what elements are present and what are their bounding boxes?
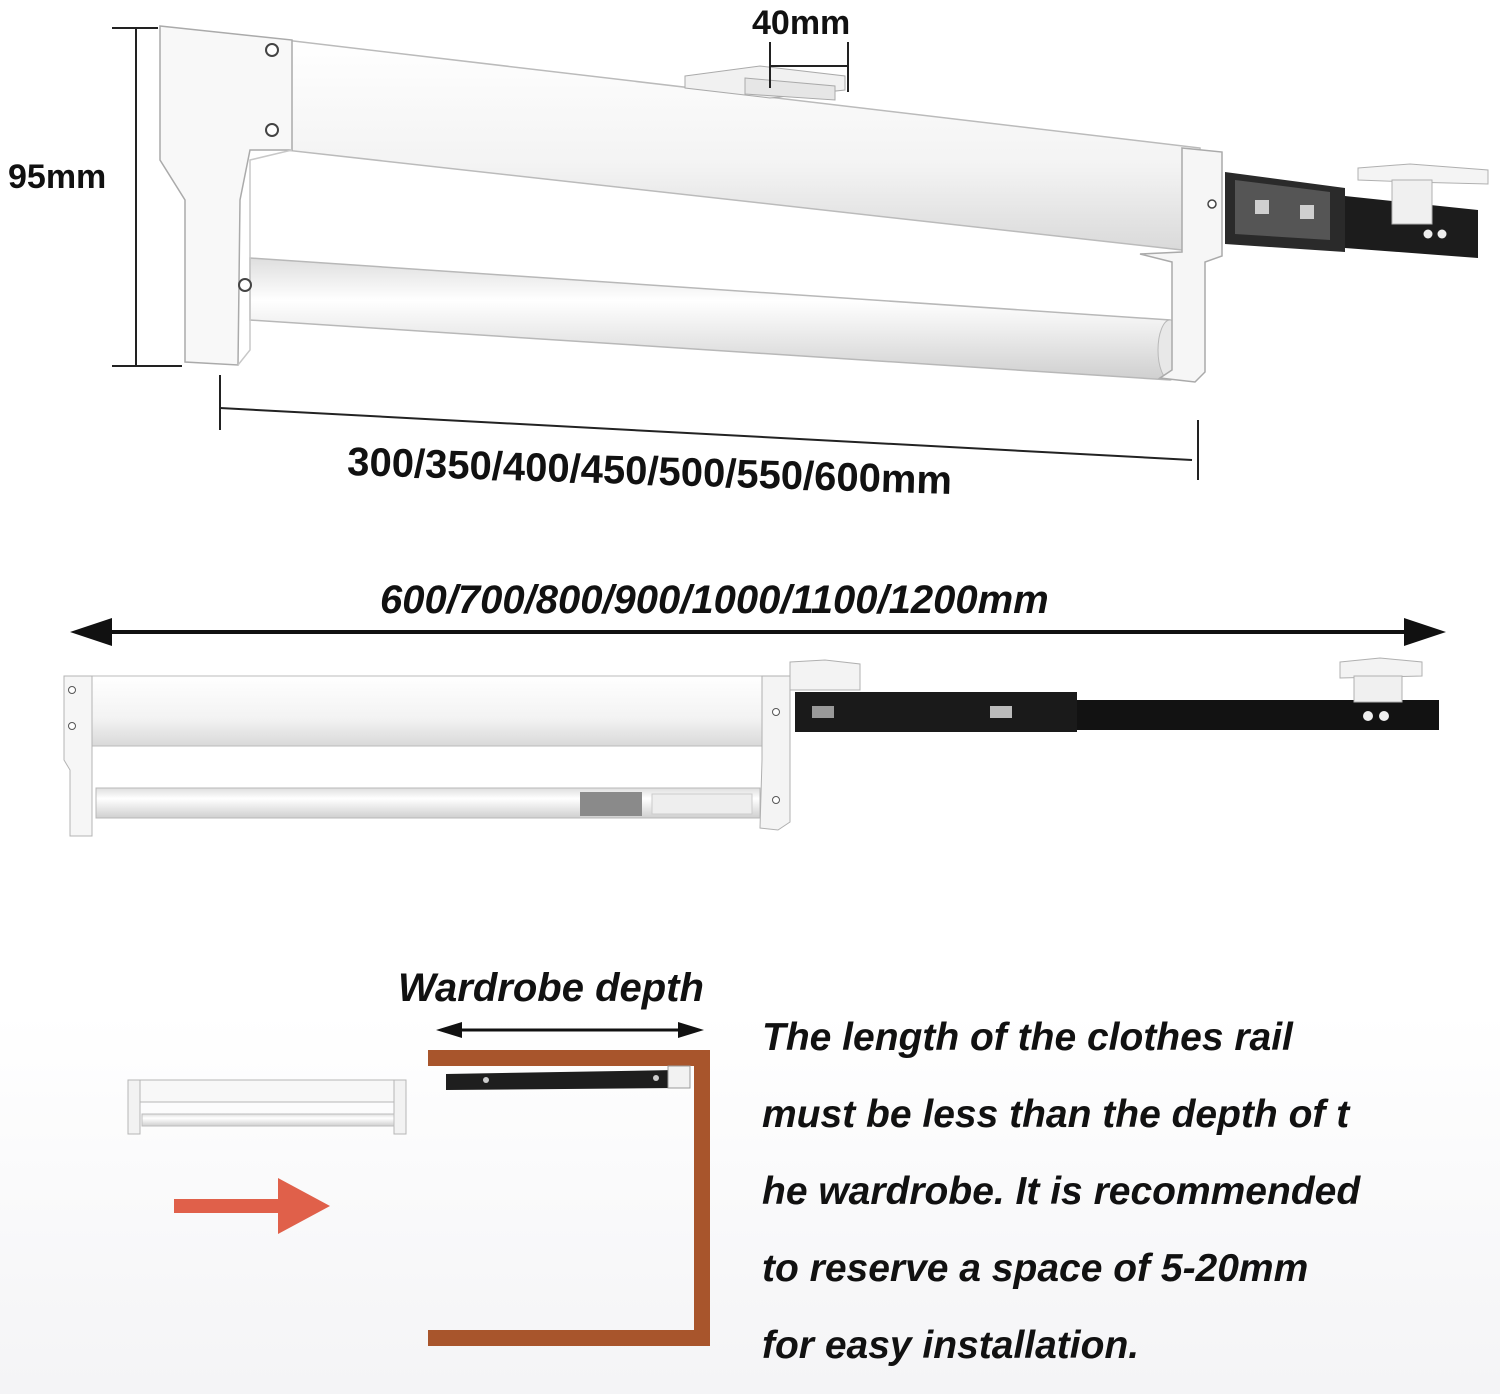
top-rail: [159, 25, 1489, 383]
screw: [1207, 199, 1217, 209]
small-rail: [127, 1079, 407, 1135]
left-end-bracket: [63, 675, 93, 837]
insert-arrow: [174, 1178, 330, 1234]
extension-length-label: 600/700/800/900/1000/1100/1200mm: [380, 578, 1049, 622]
bracket-width-dimension: [769, 42, 849, 92]
rail-mount-bracket: [1357, 163, 1489, 225]
note-line: to reserve a space of 5-20mm: [762, 1247, 1309, 1290]
top-mount-bracket: [684, 65, 846, 101]
rail-mount-bracket: [1339, 657, 1423, 703]
note-line: he wardrobe. It is recommended: [762, 1170, 1361, 1213]
note-line: for easy installation.: [762, 1324, 1140, 1367]
height-label: 95mm: [8, 158, 107, 196]
rail-beam: [87, 675, 771, 747]
extended-rail: [63, 657, 1439, 837]
screw: [265, 123, 279, 137]
height-dimension: [112, 27, 182, 367]
hanging-tube: [95, 787, 761, 819]
slide-rail: [795, 692, 1439, 732]
wardrobe-cabinet: [428, 1050, 710, 1346]
length-dimension: [219, 375, 1199, 480]
installation-note: The length of the clothes rail must be l…: [762, 1010, 1492, 1395]
screw: [265, 43, 279, 57]
depth-arrow: [436, 1022, 704, 1038]
extension-arrow: [70, 618, 1446, 646]
bracket-width-label: 40mm: [752, 4, 851, 42]
screw: [238, 278, 252, 292]
wardrobe-depth-label: Wardrobe depth: [398, 966, 704, 1010]
note-line: The length of the clothes rail: [762, 1016, 1293, 1059]
right-end-bracket: [759, 675, 791, 831]
note-line: must be less than the depth of t: [762, 1093, 1350, 1136]
hanging-tube: [249, 257, 1171, 381]
slide-rail: [1225, 172, 1478, 258]
right-end-bracket: [1139, 147, 1223, 383]
